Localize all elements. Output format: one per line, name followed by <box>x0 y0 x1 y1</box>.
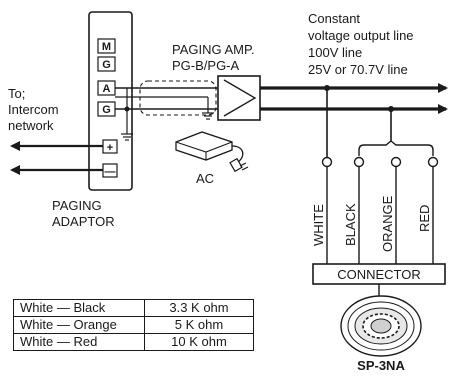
ac-adapter-icon <box>175 131 244 163</box>
adaptor-key-a-label: A <box>103 83 111 95</box>
intercom-label-line2: Intercom <box>8 102 59 117</box>
amp-model: PG-B/PG-A <box>172 58 240 73</box>
terminal-orange <box>390 156 402 168</box>
output-label-line1: Constant <box>308 11 360 26</box>
adaptor-key-g2: G <box>97 101 116 117</box>
adaptor-plus-terminal: + <box>102 139 118 154</box>
adaptor-label-line2: ADAPTOR <box>52 214 115 229</box>
ac-plug-icon <box>229 157 249 173</box>
amp-title: PAGING AMP. <box>172 42 255 57</box>
adaptor-plus-label: + <box>107 142 113 154</box>
adaptor-key-m: M <box>97 38 116 54</box>
table-cell-pair: White — Black <box>13 299 145 317</box>
intercom-label-line1: To; <box>8 86 25 101</box>
impedance-table: White — Black 3.3 K ohm White — Orange 5… <box>13 299 254 351</box>
table-cell-value: 5 K ohm <box>144 316 254 334</box>
junction-common <box>388 106 394 112</box>
speaker-model-label: SP-3NA <box>357 358 405 373</box>
terminal-white <box>321 156 333 168</box>
adaptor-label-line1: PAGING <box>52 198 102 213</box>
wire-bracket <box>358 140 434 156</box>
adaptor-key-g1-label: G <box>102 59 111 71</box>
table-row: White — Black 3.3 K ohm <box>13 299 254 317</box>
terminal-black <box>353 156 365 168</box>
output-label-line3: 100V line <box>308 45 362 60</box>
table-cell-value: 10 K ohm <box>144 333 254 351</box>
amplifier-block <box>217 75 261 121</box>
wire-label-black: BLACK <box>343 203 358 246</box>
table-cell-pair: White — Orange <box>13 316 145 334</box>
ground-symbol-amp <box>202 112 214 120</box>
output-label-line2: voltage output line <box>308 28 414 43</box>
adaptor-key-g1: G <box>97 56 116 72</box>
table-row: White — Red 10 K ohm <box>13 333 254 351</box>
connector-label: CONNECTOR <box>337 267 421 282</box>
table-cell-pair: White — Red <box>13 333 145 351</box>
adaptor-key-a: A <box>97 80 116 96</box>
wire-label-white: WHITE <box>311 204 326 246</box>
output-label-line4: 25V or 70.7V line <box>308 62 408 77</box>
adaptor-key-g2-label: G <box>102 104 111 116</box>
adaptor-minus-terminal: — <box>102 163 118 178</box>
intercom-label-line3: network <box>8 118 54 133</box>
table-row: White — Orange 5 K ohm <box>13 316 254 334</box>
wire-label-orange: ORANGE <box>380 195 395 252</box>
terminal-red <box>427 156 439 168</box>
table-cell-value: 3.3 K ohm <box>144 299 254 317</box>
ac-label: AC <box>196 171 214 186</box>
speaker-icon <box>340 295 422 357</box>
adaptor-minus-label: — <box>105 166 116 178</box>
junction-white <box>324 85 330 91</box>
ground-symbol-adaptor <box>121 133 133 141</box>
shielded-cable-outline <box>139 80 217 116</box>
wire-label-red: RED <box>417 205 432 232</box>
adaptor-key-m-label: M <box>102 41 111 53</box>
